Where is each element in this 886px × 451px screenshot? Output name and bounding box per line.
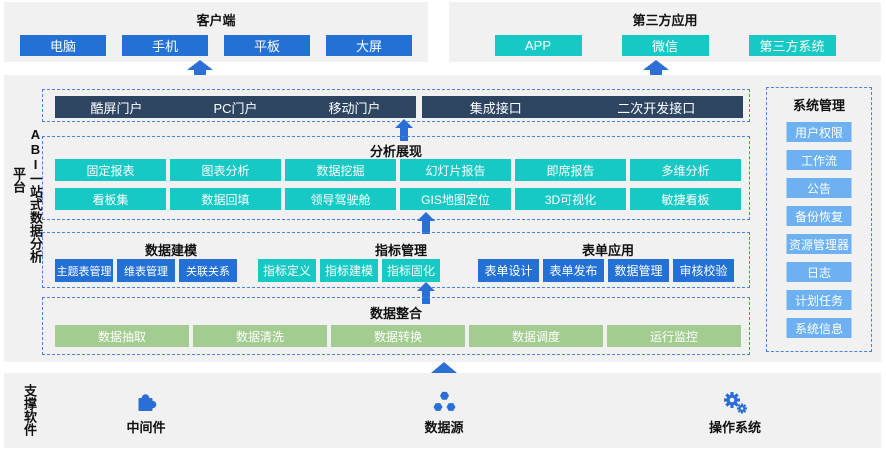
modeling-group-title: 数据建模	[144, 243, 198, 258]
analysis-item-data-backfill: 数据回填	[170, 188, 281, 210]
system-item-user-permission: 用户权限	[786, 122, 852, 142]
support-item-datasource: 数据源	[424, 390, 464, 436]
interface-item-secondary-dev: 二次开发接口	[617, 100, 696, 116]
system-item-column: 用户权限 工作流 公告 备份恢复 资源管理器 日志 计划任务 系统信息	[786, 122, 852, 338]
up-arrow-icon	[431, 362, 457, 380]
gears-icon	[709, 390, 761, 414]
support-panel: 支撑软件 中间件 数据源	[4, 373, 881, 448]
third-party-item-system: 第三方系统	[748, 35, 836, 56]
support-side-label: 支撑软件	[22, 384, 37, 436]
integration-section-title: 数据整合	[369, 306, 422, 321]
forms-item-data-manage: 数据管理	[608, 259, 669, 282]
third-party-panel: 第三方应用 APP 微信 第三方系统	[449, 2, 881, 62]
modeling-item-subject-table: 主题表管理	[55, 259, 113, 282]
support-item-label: 中间件	[126, 420, 166, 435]
modeling-item-relations: 关联关系	[179, 259, 237, 282]
forms-group-row: 表单设计 表单发布 数据管理 审核校验	[478, 259, 734, 282]
portal-item-pc: PC门户	[213, 100, 258, 116]
analysis-row: 固定报表 图表分析 数据挖掘 幻灯片报告 即席报告 多维分析	[55, 159, 741, 181]
analysis-item-multidim-analysis: 多维分析	[630, 159, 741, 181]
analysis-item-data-mining: 数据挖掘	[285, 159, 396, 181]
integration-item-clean: 数据清洗	[193, 325, 327, 347]
client-panel: 客户端 电脑 手机 平板 大屏	[4, 2, 428, 62]
analysis-item-adhoc-report: 即席报告	[515, 159, 626, 181]
forms-item-publish: 表单发布	[543, 259, 604, 282]
client-item-bigscreen: 大屏	[326, 35, 412, 56]
forms-item-audit: 审核校验	[673, 259, 734, 282]
third-party-panel-title: 第三方应用	[632, 13, 698, 28]
system-section-title: 系统管理	[792, 98, 845, 113]
analysis-item-fixed-report: 固定报表	[55, 159, 166, 181]
portal-item-coolscreen: 酷屏门户	[90, 100, 143, 116]
analysis-item-slide-report: 幻灯片报告	[400, 159, 511, 181]
analysis-item-gis-map: GIS地图定位	[400, 188, 511, 210]
analysis-section-title: 分析展现	[369, 144, 422, 159]
integration-section: 数据整合 数据抽取 数据清洗 数据转换 数据调度 运行监控	[42, 297, 750, 355]
system-item-backup-restore: 备份恢复	[786, 206, 852, 226]
platform-side-label-sub: 平台	[11, 167, 26, 193]
integration-row: 数据抽取 数据清洗 数据转换 数据调度 运行监控	[55, 325, 741, 347]
analysis-item-agile-dashboard: 敏捷看板	[630, 188, 741, 210]
analysis-row: 看板集 数据回填 领导驾驶舱 GIS地图定位 3D可视化 敏捷看板	[55, 188, 741, 210]
metrics-item-solidify: 指标固化	[382, 259, 440, 282]
support-item-label: 数据源	[424, 420, 464, 435]
puzzle-icon	[126, 390, 165, 414]
analysis-item-3d-visual: 3D可视化	[515, 188, 626, 210]
analysis-item-dashboard-set: 看板集	[55, 188, 166, 210]
up-arrow-icon	[643, 60, 669, 76]
analysis-section: 分析展现 固定报表 图表分析 数据挖掘 幻灯片报告 即席报告 多维分析 看板集 …	[42, 136, 750, 220]
system-item-announcement: 公告	[786, 178, 852, 198]
interface-bar: 集成接口 二次开发接口	[422, 96, 743, 118]
portal-item-mobile: 移动门户	[328, 100, 381, 116]
support-item-middleware: 中间件	[126, 390, 166, 436]
up-arrow-icon	[417, 282, 435, 304]
metrics-group-row: 指标定义 指标建模 指标固化	[258, 259, 440, 282]
integration-item-transform: 数据转换	[331, 325, 465, 347]
third-party-button-row: APP 微信 第三方系统	[449, 35, 881, 56]
client-item-mobile: 手机	[122, 35, 208, 56]
support-item-os: 操作系统	[709, 390, 761, 436]
metrics-item-definition: 指标定义	[258, 259, 316, 282]
up-arrow-icon	[417, 212, 435, 234]
up-arrow-icon	[395, 119, 413, 141]
up-arrow-icon	[187, 60, 213, 76]
interface-item-integration: 集成接口	[469, 100, 522, 116]
forms-group-title: 表单应用	[581, 243, 635, 258]
hexagon-cluster-icon	[424, 390, 463, 414]
modeling-item-dim-table: 维表管理	[117, 259, 175, 282]
forms-item-design: 表单设计	[478, 259, 539, 282]
portal-section: 酷屏门户 PC门户 移动门户 集成接口 二次开发接口	[42, 89, 750, 122]
support-item-label: 操作系统	[708, 420, 762, 435]
system-item-system-info: 系统信息	[786, 318, 852, 338]
client-item-tablet: 平板	[224, 35, 310, 56]
modeling-group-row: 主题表管理 维表管理 关联关系	[55, 259, 237, 282]
platform-panel: ABI一站式数据分析 平台 酷屏门户 PC门户 移动门户 集成接口 二次开发接口…	[4, 75, 881, 362]
system-item-resource-manager: 资源管理器	[786, 234, 852, 254]
metrics-group-title: 指标管理	[374, 243, 428, 258]
client-button-row: 电脑 手机 平板 大屏	[4, 35, 428, 56]
analysis-item-leader-cockpit: 领导驾驶舱	[285, 188, 396, 210]
third-party-item-app: APP	[494, 35, 582, 56]
integration-item-monitor: 运行监控	[607, 325, 741, 347]
analysis-item-chart-analysis: 图表分析	[170, 159, 281, 181]
third-party-item-wechat: 微信	[621, 35, 709, 56]
metrics-item-modeling: 指标建模	[320, 259, 378, 282]
system-management-section: 系统管理 用户权限 工作流 公告 备份恢复 资源管理器 日志 计划任务 系统信息	[766, 87, 872, 352]
system-item-workflow: 工作流	[786, 150, 852, 170]
portal-bar: 酷屏门户 PC门户 移动门户	[55, 96, 416, 118]
system-item-log: 日志	[786, 262, 852, 282]
client-item-pc: 电脑	[20, 35, 106, 56]
platform-side-label: ABI一站式数据分析	[28, 127, 43, 263]
client-panel-title: 客户端	[196, 13, 236, 28]
system-item-scheduled-task: 计划任务	[786, 290, 852, 310]
modeling-section: 数据建模 指标管理 表单应用 主题表管理 维表管理 关联关系 指标定义 指标建模…	[42, 232, 750, 288]
integration-item-extract: 数据抽取	[55, 325, 189, 347]
integration-item-schedule: 数据调度	[469, 325, 603, 347]
